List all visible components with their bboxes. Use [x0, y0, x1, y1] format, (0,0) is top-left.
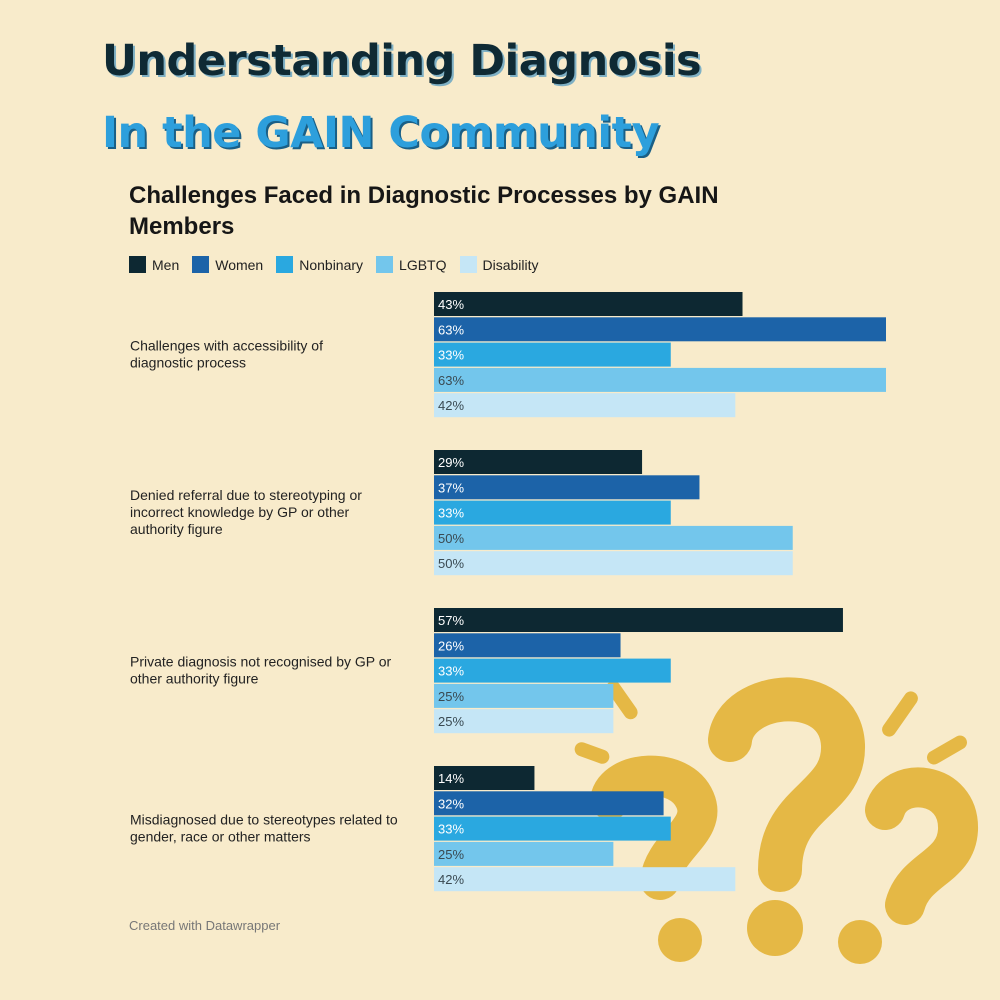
bar-value-label: 63% — [438, 373, 464, 388]
bar-value-label: 32% — [438, 796, 464, 811]
bar-value-label: 43% — [438, 297, 464, 312]
bar-disability — [434, 867, 736, 892]
chart-legend: Men Women Nonbinary LGBTQ Disability — [129, 256, 552, 273]
category-label: Private diagnosis not recognised by GP o… — [130, 653, 392, 686]
legend-swatch — [459, 256, 477, 273]
bar-value-label: 63% — [438, 322, 464, 337]
bar-value-label: 25% — [438, 714, 464, 729]
bar-value-label: 29% — [438, 455, 464, 470]
legend-item-nonbinary: Nonbinary — [276, 256, 363, 273]
bar-value-label: 14% — [438, 771, 464, 786]
legend-item-men: Men — [129, 256, 179, 273]
bar-nonbinary — [434, 658, 671, 683]
bar-nonbinary — [434, 342, 671, 367]
bar-men — [434, 766, 535, 790]
footer-credit: Created with Datawrapper — [129, 918, 281, 933]
poster-subtitle: In the GAIN Community — [102, 108, 660, 158]
legend-swatch — [129, 256, 146, 273]
legend-item-lgbtq: LGBTQ — [376, 256, 447, 273]
bar-men — [434, 450, 643, 474]
bar-disability — [434, 551, 793, 576]
category-label: Misdiagnosed due to stereotypes related … — [130, 811, 398, 844]
bar-women — [434, 633, 621, 658]
bar-value-label: 33% — [438, 822, 464, 837]
bar-men — [434, 292, 743, 316]
bar-nonbinary — [434, 816, 671, 841]
bar-lgbtq — [434, 683, 614, 708]
bar-value-label: 33% — [438, 348, 464, 363]
bar-value-label: 26% — [438, 638, 464, 653]
bar-lgbtq — [434, 367, 886, 392]
bar-value-label: 57% — [438, 613, 464, 628]
bar-disability — [434, 393, 736, 418]
legend-label: Men — [152, 256, 180, 273]
bar-value-label: 25% — [438, 689, 464, 704]
bar-value-label: 42% — [438, 872, 464, 887]
bar-value-label: 37% — [438, 480, 464, 495]
poster-title: Understanding Diagnosis — [102, 36, 702, 86]
bar-value-label: 25% — [438, 847, 464, 862]
legend-label: LGBTQ — [399, 256, 447, 273]
legend-swatch — [376, 256, 394, 273]
legend-label: Disability — [482, 256, 539, 273]
bar-nonbinary — [434, 500, 671, 525]
bar-value-label: 33% — [438, 506, 464, 521]
bar-disability — [434, 709, 614, 734]
legend-item-disability: Disability — [459, 256, 539, 273]
bar-value-label: 42% — [438, 398, 464, 413]
bar-lgbtq — [434, 841, 614, 866]
legend-label: Nonbinary — [299, 256, 364, 273]
bar-men — [434, 608, 843, 632]
bar-women — [434, 317, 886, 342]
legend-label: Women — [215, 256, 264, 273]
legend-swatch — [276, 256, 294, 273]
legend-item-women: Women — [192, 256, 263, 273]
bar-value-label: 50% — [438, 531, 464, 546]
chart-title: Challenges Faced in Diagnostic Processes… — [129, 182, 719, 240]
bar-women — [434, 791, 664, 816]
bar-women — [434, 475, 700, 500]
bar-value-label: 50% — [438, 556, 464, 571]
bar-value-label: 33% — [438, 664, 464, 679]
bar-lgbtq — [434, 525, 793, 550]
legend-swatch — [192, 256, 210, 273]
